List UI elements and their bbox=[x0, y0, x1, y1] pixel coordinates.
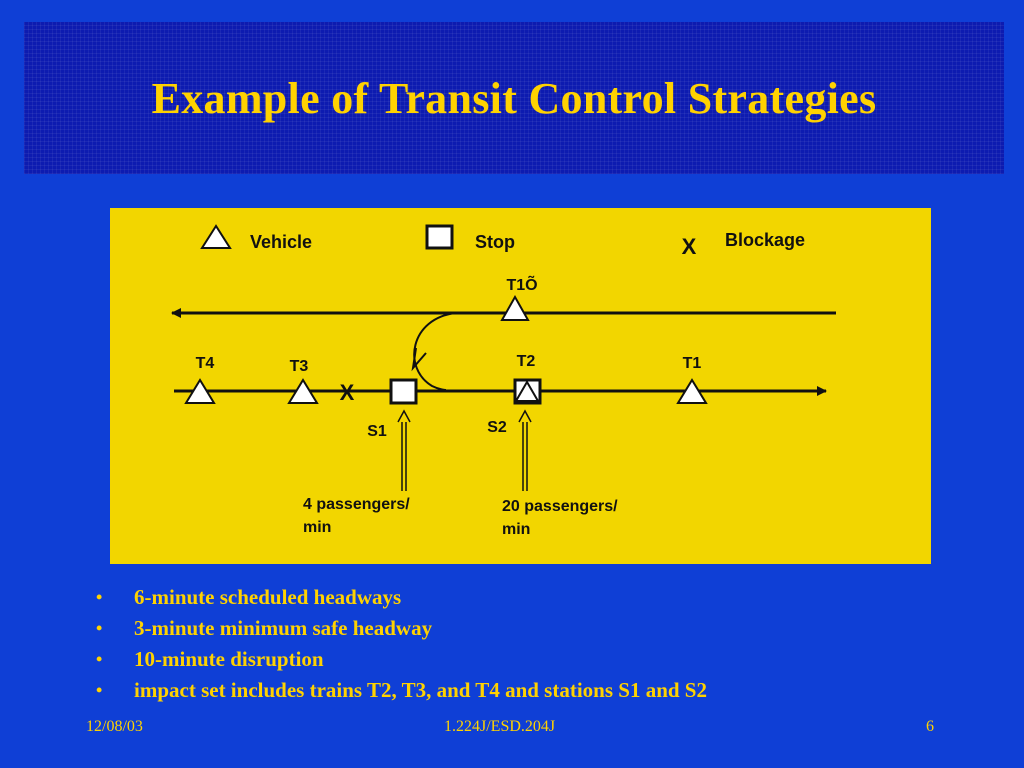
vehicle-t3-label: T3 bbox=[290, 358, 309, 375]
footer-page-number: 6 bbox=[926, 718, 934, 735]
bullet-text: 3-minute minimum safe headway bbox=[134, 616, 433, 640]
vehicle-t2-label: T2 bbox=[517, 353, 536, 370]
stop-s2-label: S2 bbox=[487, 419, 507, 436]
legend-blockage-icon: X bbox=[682, 234, 697, 259]
bullet-dot: • bbox=[96, 680, 103, 700]
title-band: Example of Transit Control Strategies bbox=[24, 22, 1004, 174]
s1-demand-line2: min bbox=[303, 519, 331, 536]
vehicle-t1-prime-label: T1Õ bbox=[506, 274, 537, 294]
legend-blockage-label: Blockage bbox=[725, 230, 805, 250]
bullet-text: 10-minute disruption bbox=[134, 647, 324, 671]
slide-title: Example of Transit Control Strategies bbox=[151, 73, 877, 123]
vehicle-t4-label: T4 bbox=[196, 355, 215, 372]
s1-demand-line1: 4 passengers/ bbox=[303, 496, 410, 513]
transit-diagram-svg: Vehicle Stop X Blockage T1Õ T4 T3 X S1 T… bbox=[171, 224, 836, 538]
s2-demand-arrow bbox=[518, 409, 532, 491]
footer-date: 12/08/03 bbox=[86, 718, 143, 735]
legend-vehicle-label: Vehicle bbox=[250, 232, 312, 252]
vehicle-t1-icon bbox=[676, 378, 708, 404]
footer-course: 1.224J/ESD.204J bbox=[444, 718, 556, 735]
bullet-item: • impact set includes trains T2, T3, and … bbox=[96, 675, 707, 706]
vehicle-t3-icon bbox=[287, 378, 319, 404]
bullet-dot: • bbox=[96, 618, 103, 638]
s2-demand-line2: min bbox=[502, 521, 530, 538]
stop-s1-icon bbox=[389, 378, 418, 405]
turnaround-arrow bbox=[411, 347, 427, 372]
legend-vehicle-icon bbox=[200, 224, 232, 249]
bullet-item: • 10-minute disruption bbox=[96, 644, 707, 675]
legend-stop-icon bbox=[425, 224, 454, 250]
s1-demand-arrow bbox=[397, 409, 411, 491]
turnaround-curve bbox=[413, 312, 457, 391]
legend-stop-label: Stop bbox=[475, 232, 515, 252]
vehicle-t2-icon bbox=[514, 380, 540, 402]
bullet-text: 6-minute scheduled headways bbox=[134, 585, 402, 609]
bullet-dot: • bbox=[96, 649, 103, 669]
blockage-marker: X bbox=[340, 380, 355, 405]
bullet-item: • 6-minute scheduled headways bbox=[96, 582, 707, 613]
stop-s1-label: S1 bbox=[367, 423, 387, 440]
vehicle-t4-icon bbox=[184, 378, 216, 404]
vehicle-t1-label: T1 bbox=[683, 355, 702, 372]
s2-demand-line1: 20 passengers/ bbox=[502, 498, 618, 515]
transit-diagram: Vehicle Stop X Blockage T1Õ T4 T3 X S1 T… bbox=[110, 208, 931, 564]
bullet-item: • 3-minute minimum safe headway bbox=[96, 613, 707, 644]
bullet-dot: • bbox=[96, 587, 103, 607]
bullet-list: • 6-minute scheduled headways • 3-minute m… bbox=[96, 582, 707, 706]
bullet-text: impact set includes trains T2, T3, and T… bbox=[134, 678, 707, 702]
vehicle-t1-prime-icon bbox=[500, 294, 530, 321]
